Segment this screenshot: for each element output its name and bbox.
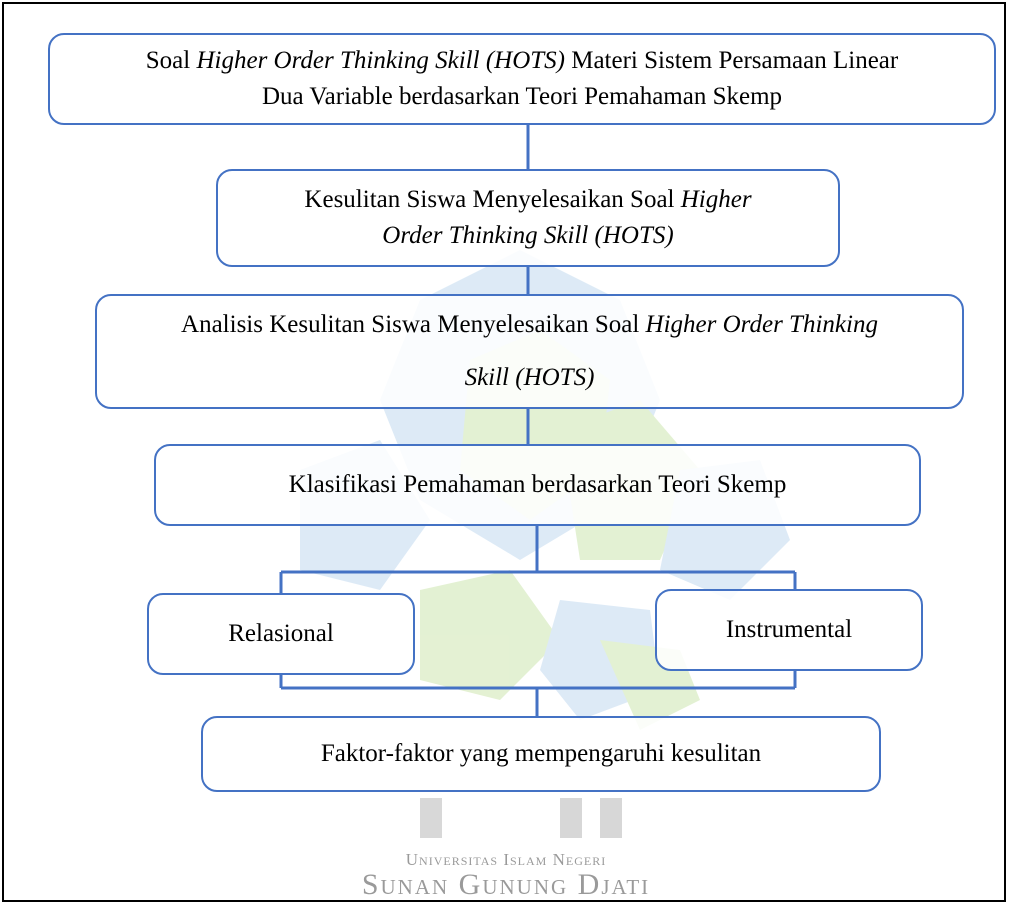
node-text-italic: Skill (HOTS) bbox=[464, 363, 595, 391]
node-text: Kesulitan Siswa Menyelesaikan Soal bbox=[304, 185, 681, 213]
node-text: Materi Sistem Persamaan Linear bbox=[564, 46, 899, 74]
node-influencing-factors: Faktor-faktor yang mempengaruhi kesulita… bbox=[201, 716, 881, 792]
watermark-university-type: Universitas Islam Negeri bbox=[405, 850, 607, 869]
node-relational: Relasional bbox=[147, 593, 415, 675]
node-text: Faktor-faktor yang mempengaruhi kesulita… bbox=[320, 739, 762, 767]
node-text: Soal bbox=[145, 46, 197, 74]
node-text: Instrumental bbox=[725, 615, 853, 643]
node-text: Dua Variable berdasarkan Teori Pemahaman… bbox=[261, 83, 783, 110]
node-instrumental: Instrumental bbox=[655, 589, 923, 671]
node-text-italic: Higher Order Thinking Skill (HOTS) bbox=[196, 46, 565, 74]
node-text: Relasional bbox=[228, 619, 334, 647]
node-hots-question: Soal Higher Order Thinking Skill (HOTS) … bbox=[48, 33, 996, 125]
node-text-italic: Higher bbox=[680, 185, 752, 213]
node-text-italic: Higher Order Thinking bbox=[645, 311, 878, 338]
node-skemp-classification: Klasifikasi Pemahaman berdasarkan Teori … bbox=[154, 444, 921, 526]
node-text-italic: Order Thinking Skill (HOTS) bbox=[382, 222, 674, 249]
node-difficulty-analysis: Analisis Kesulitan Siswa Menyelesaikan S… bbox=[95, 294, 964, 409]
node-text: Analisis Kesulitan Siswa Menyelesaikan S… bbox=[181, 311, 646, 338]
node-student-difficulty: Kesulitan Siswa Menyelesaikan Soal Highe… bbox=[216, 169, 840, 267]
node-text: Klasifikasi Pemahaman berdasarkan Teori … bbox=[288, 470, 787, 498]
